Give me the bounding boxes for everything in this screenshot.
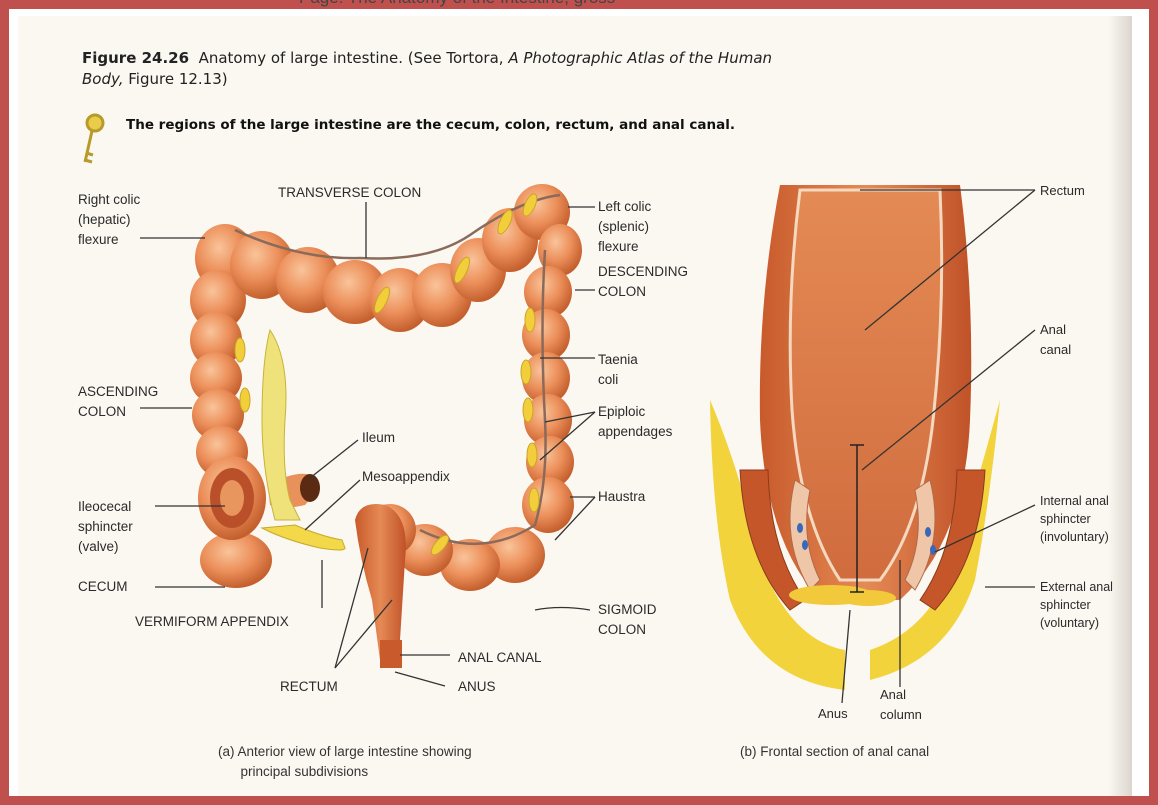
label-epiploic-appendages: Epiploic appendages	[598, 402, 672, 442]
anal-canal-shape	[380, 640, 402, 668]
label-anus: ANUS	[458, 677, 496, 697]
anal-canal-section-drawing	[710, 185, 1000, 690]
label-rectum: RECTUM	[280, 677, 338, 697]
appendix-shape	[262, 525, 345, 550]
label-b-anal-canal: Anal canal	[1040, 320, 1071, 360]
label-right-colic-flexure: Right colic (hepatic) flexure	[78, 190, 140, 250]
label-ascending-colon: ASCENDING COLON	[78, 382, 158, 422]
label-ileocecal-sphincter: Ileocecal sphincter (valve)	[78, 497, 133, 557]
anus-ring-right	[840, 590, 896, 606]
label-mesoappendix: Mesoappendix	[362, 467, 450, 487]
label-external-anal-sphincter: External anal sphincter (voluntary)	[1040, 578, 1113, 632]
label-b-rectum: Rectum	[1040, 181, 1085, 201]
descending-colon-shape	[522, 224, 582, 533]
label-cecum: CECUM	[78, 577, 128, 597]
label-taenia-coli: Taenia coli	[598, 350, 638, 390]
label-haustra: Haustra	[598, 487, 645, 507]
subcaption-b: (b) Frontal section of anal canal	[740, 742, 929, 762]
label-anal-canal: ANAL CANAL	[458, 648, 542, 668]
label-anal-column: Anal column	[880, 685, 922, 725]
large-intestine-drawing	[190, 184, 582, 668]
label-b-anus: Anus	[818, 704, 848, 724]
subcaption-a: (a) Anterior view of large intestine sho…	[218, 742, 472, 782]
label-sigmoid-colon: SIGMOID COLON	[598, 600, 657, 640]
cecum-shape	[198, 456, 266, 540]
rectum-shape	[355, 504, 406, 660]
label-internal-anal-sphincter: Internal anal sphincter (involuntary)	[1040, 492, 1109, 546]
label-left-colic-flexure: Left colic (splenic) flexure	[598, 197, 651, 257]
label-vermiform-appendix: VERMIFORM APPENDIX	[135, 612, 289, 632]
label-ileum: Ileum	[362, 428, 395, 448]
label-transverse-colon: TRANSVERSE COLON	[278, 183, 421, 203]
label-descending-colon: DESCENDING COLON	[598, 262, 688, 302]
